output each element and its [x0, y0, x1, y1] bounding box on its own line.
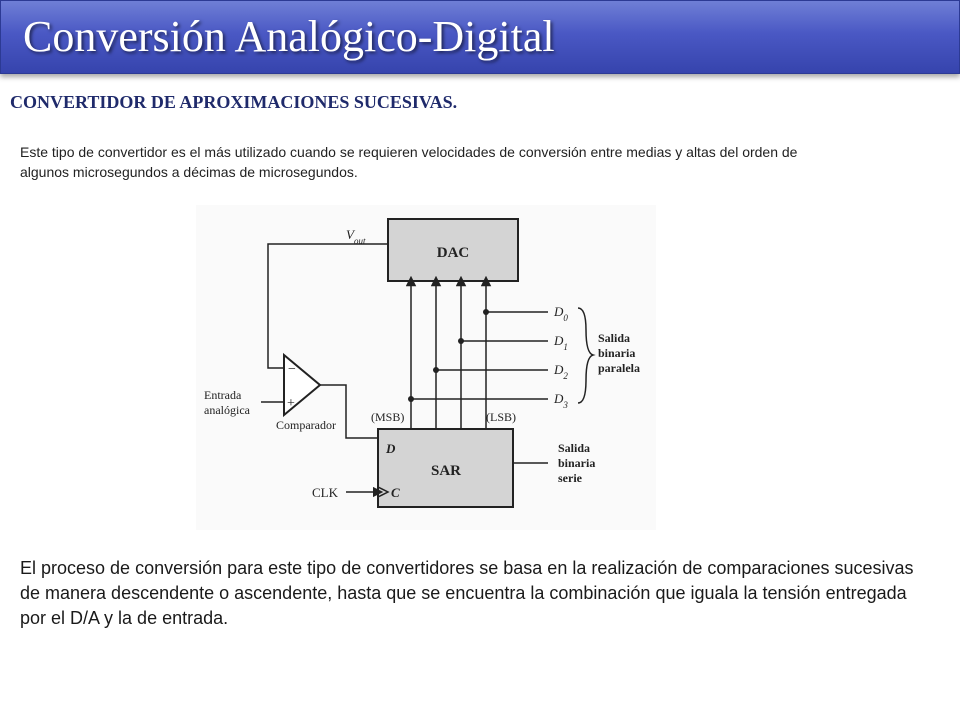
intro-paragraph: Este tipo de convertidor es el más utili…	[20, 144, 798, 180]
comparator-triangle	[283, 352, 322, 418]
vout-feedback-line	[267, 243, 388, 369]
d2-sub: 2	[563, 371, 568, 381]
dac-block	[387, 218, 519, 282]
title-bar: Conversión Analógico-Digital	[0, 0, 960, 74]
slide-title: Conversión Analógico-Digital	[23, 12, 555, 61]
slide-subtitle: CONVERTIDOR DE APROXIMACIONES SUCESIVAS.	[10, 92, 458, 112]
analog-input-label-2: analógica	[204, 403, 251, 417]
parallel-output-label-1: Salida	[598, 331, 630, 345]
diagram-svg: DAC SAR D C Vout − + Entrada analógica C…	[204, 218, 640, 508]
comparator-label: Comparador	[276, 418, 336, 432]
d1-node	[458, 338, 464, 344]
d3-label: D3	[553, 391, 568, 410]
d0-letter: D	[553, 304, 564, 319]
d3-node	[408, 396, 414, 402]
sar-block	[377, 428, 514, 508]
d1-letter: D	[553, 333, 564, 348]
msb-label: (MSB)	[371, 410, 404, 424]
vout-label-sub: out	[354, 236, 366, 246]
parallel-brace	[577, 307, 596, 404]
sar-adc-diagram: DAC SAR D C Vout − + Entrada analógica C…	[196, 205, 656, 530]
d3-sub: 3	[562, 400, 568, 410]
d0-label: D0	[553, 304, 568, 323]
sar-c-pin: C	[391, 485, 400, 500]
d1-sub: 1	[563, 342, 568, 352]
comparator-plus: +	[287, 396, 295, 411]
vout-label: Vout	[346, 227, 366, 246]
sar-d-pin: D	[385, 441, 396, 456]
d2-label: D2	[553, 362, 568, 381]
body-paragraph: El proceso de conversión para este tipo …	[20, 558, 914, 628]
d3-letter: D	[553, 391, 564, 406]
d2-node	[433, 367, 439, 373]
clk-label: CLK	[312, 485, 339, 500]
comparator-minus: −	[288, 362, 296, 377]
lsb-label: (LSB)	[486, 410, 516, 424]
comparator-output-line	[320, 384, 378, 439]
d0-node	[483, 309, 489, 315]
dac-label: DAC	[437, 245, 470, 261]
serial-output-label-2: binaria	[558, 456, 595, 470]
d0-sub: 0	[563, 313, 568, 323]
parallel-output-label-3: paralela	[598, 361, 640, 375]
parallel-output-label-2: binaria	[598, 346, 635, 360]
d2-letter: D	[553, 362, 564, 377]
vout-label-main: V	[346, 227, 356, 242]
sar-label: SAR	[431, 463, 461, 479]
serial-output-label-1: Salida	[558, 441, 590, 455]
d1-label: D1	[553, 333, 568, 352]
analog-input-label-1: Entrada	[204, 388, 242, 402]
serial-output-label-3: serie	[558, 471, 583, 485]
